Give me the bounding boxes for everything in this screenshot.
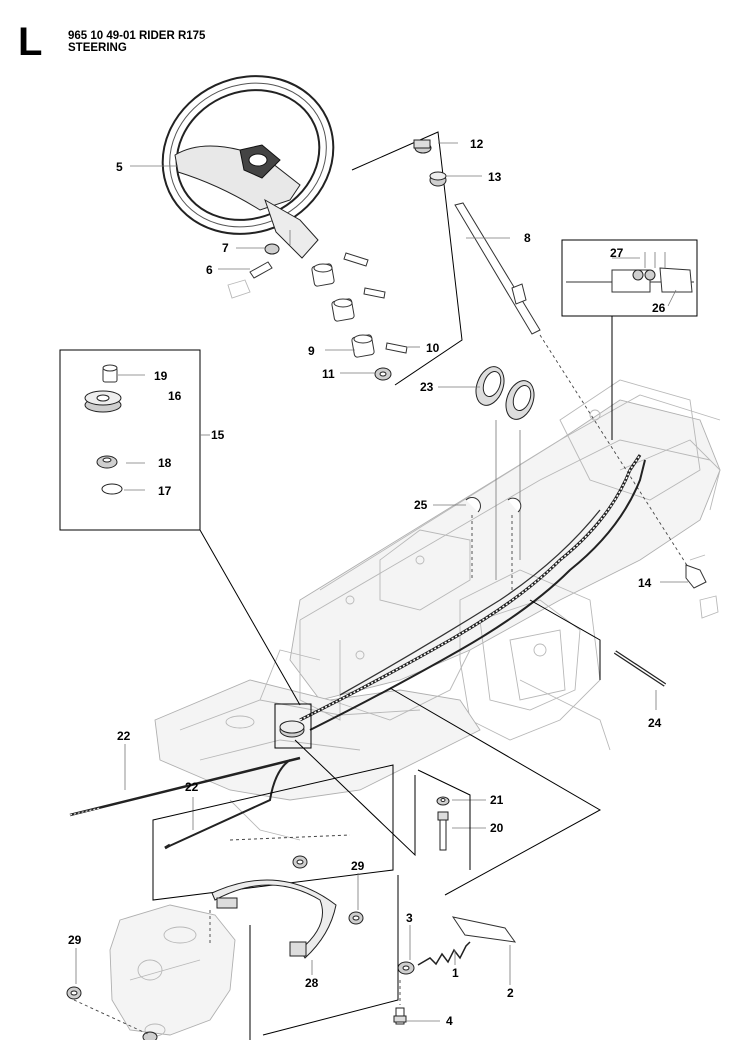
bolt-20-washer-21 (417, 769, 486, 870)
callout-27: 27 (610, 246, 624, 260)
idler-pulley-installed (274, 703, 312, 749)
callout-7: 7 (222, 241, 229, 255)
shaft-bushings (227, 230, 408, 381)
callout-29-left: 29 (68, 933, 82, 947)
pulley-kit-drop-line (199, 529, 301, 706)
steering-cable (299, 454, 646, 731)
callout-2: 2 (507, 986, 514, 1000)
callout-3: 3 (406, 911, 413, 925)
pulley-kit-detail (84, 364, 210, 495)
callout-22-upper: 22 (117, 729, 131, 743)
pulley-kit-inset-frame (59, 349, 201, 531)
callout-18: 18 (158, 456, 172, 470)
callout-9: 9 (308, 344, 315, 358)
bolt-14 (685, 564, 707, 589)
callout-23: 23 (420, 380, 434, 394)
callout-29-right: 29 (351, 859, 365, 873)
frame-line-right (529, 599, 601, 680)
steering-pulleys (475, 366, 535, 580)
callout-20: 20 (490, 821, 504, 835)
callout-10: 10 (426, 341, 440, 355)
callout-14: 14 (638, 576, 652, 590)
callout-24: 24 (648, 716, 662, 730)
callout-8: 8 (524, 231, 531, 245)
bracket-28 (209, 834, 399, 1040)
ghosted-chassis-frame (154, 379, 721, 841)
callout-19: 19 (154, 369, 168, 383)
callout-4: 4 (446, 1014, 453, 1028)
header-text: 965 10 49-01 RIDER R175 STEERING (68, 30, 205, 54)
pin-24 (613, 650, 667, 710)
callout-5: 5 (116, 160, 123, 174)
cable-end-inset-frame (561, 239, 698, 317)
section-title: STEERING (68, 42, 127, 54)
callout-28: 28 (305, 976, 319, 990)
callout-12: 12 (470, 137, 484, 151)
rods-frame (152, 764, 394, 901)
leader-lines (130, 142, 510, 506)
steering-shaft (413, 139, 541, 335)
shaft-dash-line (539, 334, 691, 571)
callout-16: 16 (168, 389, 182, 403)
cable-end-detail (566, 252, 694, 307)
spring-assembly (393, 916, 517, 1025)
callout-6: 6 (206, 263, 213, 277)
callout-labels: 5 7 6 12 13 8 9 10 11 23 27 26 19 16 15 … (68, 137, 666, 1028)
callout-11: 11 (322, 367, 335, 381)
clips-25 (465, 497, 522, 590)
section-letter: L (18, 20, 43, 64)
nuts-29 (66, 855, 364, 1040)
model-line: 965 10 49-01 RIDER R175 (68, 30, 206, 42)
callout-26: 26 (652, 301, 666, 315)
callout-21: 21 (490, 793, 504, 807)
shaft-group-frame (351, 131, 463, 386)
callout-15: 15 (211, 428, 225, 442)
callout-17: 17 (158, 484, 172, 498)
callout-1: 1 (452, 966, 459, 980)
ghosted-transaxle (109, 904, 236, 1037)
callout-13: 13 (488, 170, 502, 184)
rods-22 (69, 744, 301, 850)
frame-line-lower (389, 687, 602, 896)
steering-wheel (161, 75, 335, 259)
callout-25: 25 (414, 498, 428, 512)
callout-22-lower: 22 (185, 780, 199, 794)
